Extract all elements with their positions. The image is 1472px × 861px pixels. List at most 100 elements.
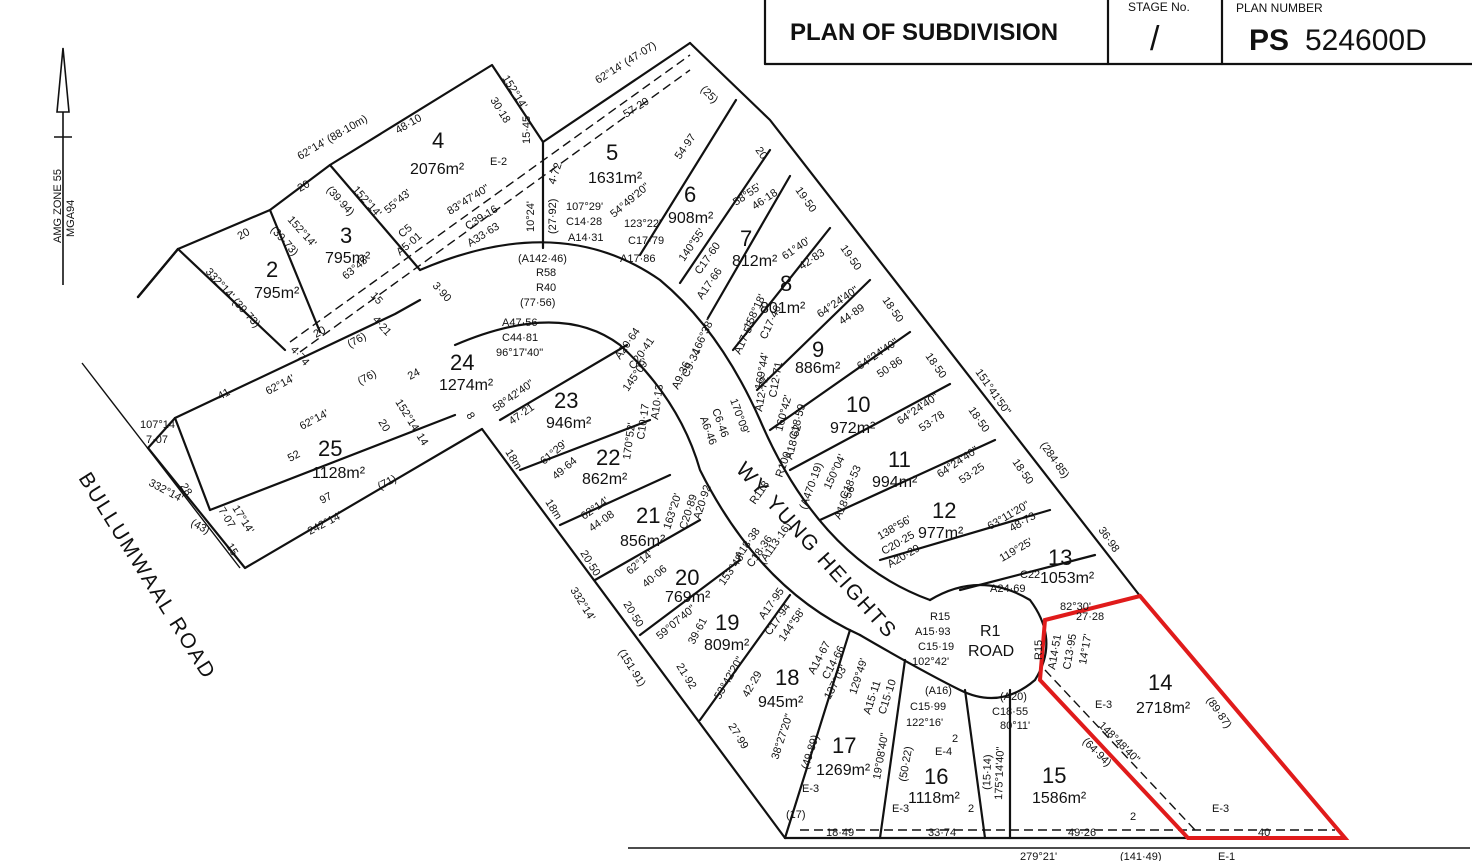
lot-14-highlight bbox=[1037, 593, 1350, 840]
lot-area: 994m² bbox=[872, 474, 918, 491]
dim: 18m bbox=[542, 497, 564, 522]
dim: 152°14' bbox=[350, 184, 384, 220]
dim: 18·50 bbox=[923, 351, 949, 381]
dim: 21·92 bbox=[673, 661, 698, 691]
dim: C15·19 bbox=[918, 641, 954, 653]
dim: E-1 bbox=[1218, 851, 1235, 861]
lot-area: 1586m² bbox=[1032, 790, 1087, 807]
dim: 62°14' (88·10m) bbox=[296, 113, 370, 163]
lot-number: 2 bbox=[266, 257, 278, 282]
dim: 20 bbox=[375, 417, 392, 434]
plan-title: PLAN OF SUBDIVISION bbox=[790, 19, 1058, 46]
dim: E-3 bbox=[892, 803, 909, 815]
lot-number: 18 bbox=[775, 665, 799, 690]
dim: (A16) bbox=[925, 685, 952, 697]
dim: 242°14' bbox=[306, 510, 344, 538]
dim: 153°48' bbox=[717, 550, 748, 587]
dim: 28 bbox=[177, 481, 194, 498]
dim: (15·14) bbox=[981, 754, 994, 790]
dim: 175°14'40" bbox=[993, 746, 1007, 800]
dim: C10·17 bbox=[635, 403, 652, 440]
lot-area: 886m² bbox=[795, 360, 841, 377]
dim: R58 bbox=[536, 267, 556, 279]
dim: 332°14' bbox=[147, 477, 185, 505]
dim: 40 bbox=[1258, 827, 1270, 839]
lot-area: 795m² bbox=[254, 285, 300, 302]
dim: 52 bbox=[286, 448, 302, 464]
dim: 49·26 bbox=[1068, 827, 1096, 839]
dim: 129°49' bbox=[847, 657, 870, 696]
dim: 41 bbox=[216, 386, 232, 402]
dim: A18·56 bbox=[832, 484, 858, 521]
dim: 18·50 bbox=[1010, 457, 1036, 487]
dim: 40·06 bbox=[640, 563, 669, 590]
dim: 2 bbox=[1130, 811, 1136, 823]
dim: (25) bbox=[698, 84, 720, 106]
title-block: PLAN OF SUBDIVISION STAGE No. / PLAN NUM… bbox=[763, 0, 1472, 66]
dim: 279°21' bbox=[1020, 851, 1057, 861]
dim: 30·18 bbox=[487, 95, 512, 125]
lot-area: 1274m² bbox=[439, 377, 494, 394]
dim: A24·69 bbox=[990, 583, 1025, 595]
plan-prefix: PS bbox=[1249, 24, 1289, 57]
dim: (A142·46) bbox=[518, 253, 567, 265]
lot-number: 16 bbox=[924, 764, 948, 789]
north-zone-label: AMG ZONE 55 bbox=[52, 169, 64, 243]
dim: R40 bbox=[536, 282, 556, 294]
dim: 20 bbox=[753, 145, 770, 162]
dim: 3·90 bbox=[430, 280, 454, 304]
dim: 47·21 bbox=[507, 401, 537, 427]
dim: (284·85) bbox=[1038, 440, 1072, 481]
lot-area: 977m² bbox=[918, 525, 964, 542]
lot-number: 24 bbox=[450, 350, 474, 375]
dim: 55°43' bbox=[382, 187, 413, 216]
lot-number: 15 bbox=[1042, 763, 1066, 788]
lot-12: 12 977m² bbox=[918, 498, 964, 542]
dim: (27·92) bbox=[547, 199, 559, 234]
lot-number: 22 bbox=[596, 445, 620, 470]
stage-label: STAGE No. bbox=[1128, 0, 1190, 14]
dim: (77·56) bbox=[520, 297, 555, 309]
dim: 38°27'20" bbox=[769, 712, 795, 761]
dim: 20 bbox=[312, 324, 329, 341]
dim: 152°14' 14 bbox=[392, 397, 430, 448]
dim: 15 bbox=[223, 541, 240, 558]
lot-lines bbox=[176, 98, 1190, 840]
lot-area: 1269m² bbox=[816, 762, 871, 779]
dim: 20 bbox=[296, 178, 313, 195]
dim: 7·07 bbox=[146, 434, 168, 446]
north-arrow-icon: AMG ZONE 55 MGA94 bbox=[52, 47, 77, 285]
dim: 20·50 bbox=[620, 599, 645, 629]
lot-number: 7 bbox=[740, 226, 752, 251]
lot-area: 862m² bbox=[582, 471, 628, 488]
lot-15: 15 1586m² bbox=[1032, 763, 1087, 807]
dim: C22 bbox=[1020, 569, 1040, 581]
dim: 8 bbox=[463, 410, 476, 422]
dim: (76) bbox=[346, 330, 369, 350]
dim: (A20) bbox=[1000, 691, 1027, 703]
lot-number: 12 bbox=[932, 498, 956, 523]
dim: C17·79 bbox=[628, 235, 664, 247]
lot-area: 908m² bbox=[668, 210, 714, 227]
lot-area: 1128m² bbox=[312, 465, 366, 482]
dim: 18·49 bbox=[826, 827, 854, 839]
road-name-r1: R1 bbox=[980, 623, 1001, 640]
dim: (76) bbox=[356, 368, 379, 388]
dim: E-3 bbox=[1095, 699, 1112, 711]
dim: 36·98 bbox=[1096, 525, 1122, 555]
dim: 57·20 bbox=[621, 95, 651, 120]
easement-lines bbox=[289, 54, 1335, 831]
lot-24: 24 1274m² bbox=[439, 350, 494, 394]
dim: 4·74 bbox=[288, 344, 312, 368]
dim: (43) bbox=[189, 517, 212, 537]
